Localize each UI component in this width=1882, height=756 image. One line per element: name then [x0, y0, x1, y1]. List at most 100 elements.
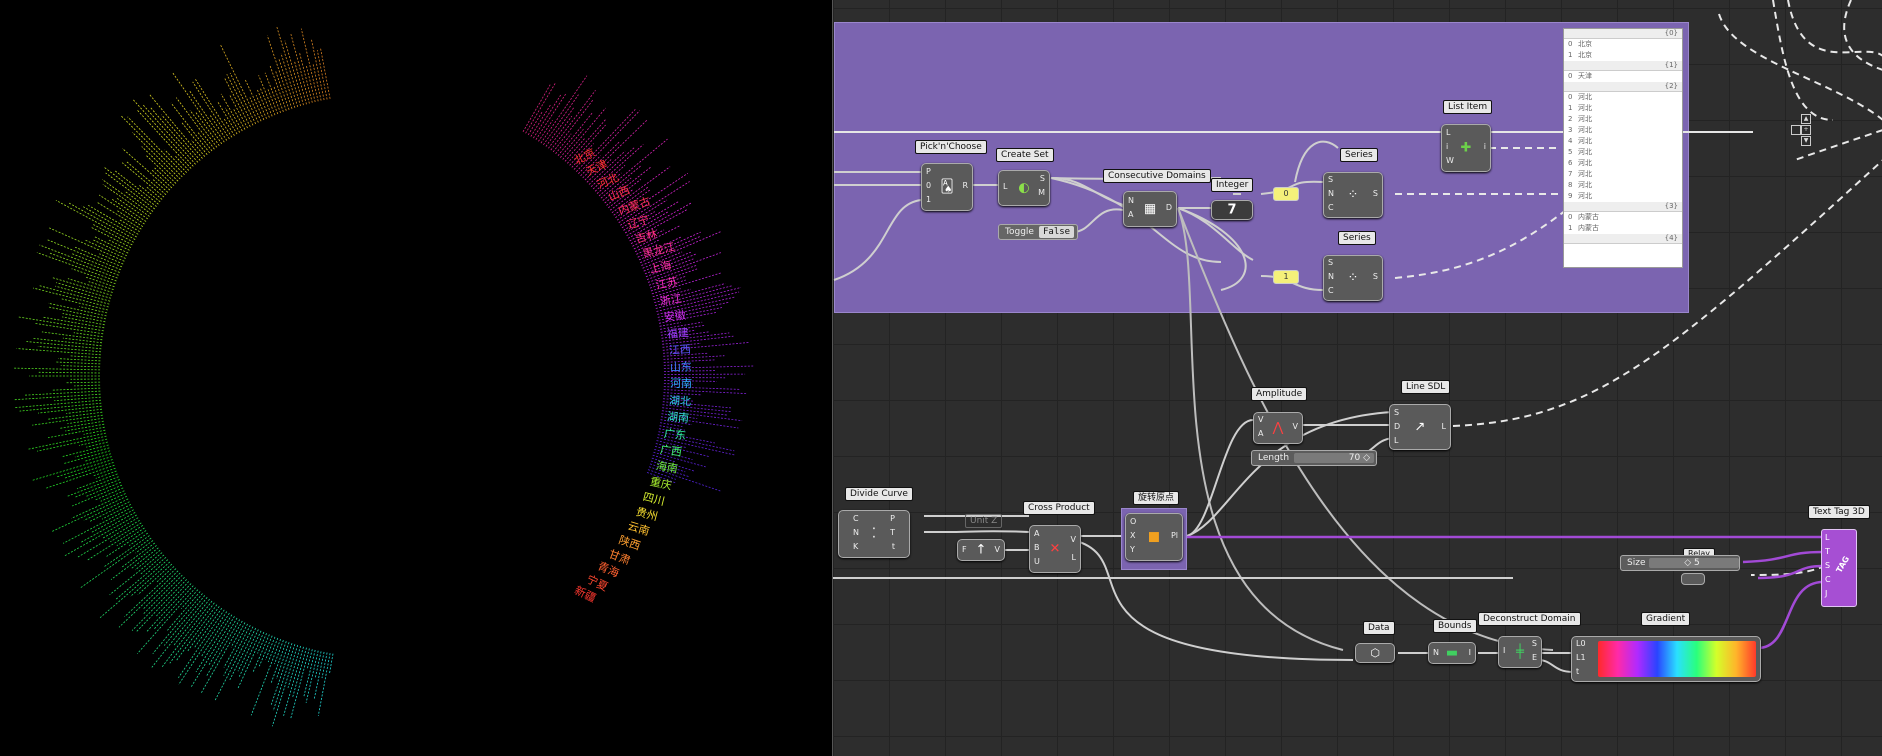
port-s[interactable]: S: [1394, 408, 1400, 417]
ring-text-stroke: [161, 114, 201, 161]
series-component-1[interactable]: S N C ⁘ S: [1323, 172, 1383, 218]
port-s[interactable]: S: [1039, 174, 1045, 183]
port-d[interactable]: D: [1165, 203, 1172, 212]
port-s[interactable]: S: [1328, 175, 1334, 184]
port-a[interactable]: A: [1258, 429, 1264, 438]
port-a[interactable]: A: [1128, 210, 1134, 219]
port-v[interactable]: V: [1258, 415, 1264, 424]
port-n[interactable]: N: [1433, 648, 1439, 657]
port-i-out[interactable]: i: [1483, 142, 1486, 151]
port-l0[interactable]: L0: [1576, 639, 1586, 648]
port-v-out[interactable]: V: [1292, 422, 1298, 431]
cross-product-component[interactable]: A B U ✕ V L: [1029, 525, 1081, 573]
port-l[interactable]: L: [1003, 182, 1008, 191]
port-l[interactable]: L: [1446, 128, 1451, 137]
port-t[interactable]: T: [890, 528, 895, 537]
length-slider-track[interactable]: 70 ◇: [1294, 453, 1374, 463]
port-l[interactable]: L: [1394, 436, 1399, 445]
port-t[interactable]: T: [1825, 547, 1830, 556]
bounds-component[interactable]: N ▬ I: [1428, 642, 1476, 664]
port-c[interactable]: C: [1825, 575, 1831, 584]
plus-icon[interactable]: +: [1801, 125, 1811, 135]
grasshopper-canvas[interactable]: Pick'n'Choose P 0 1 🂡 R Create Set L ◐ S…: [832, 0, 1882, 756]
size-slider-track[interactable]: ◇ 5: [1649, 558, 1739, 568]
amplitude-component[interactable]: V A ⋀ V: [1253, 412, 1303, 444]
text-tag-3d-component[interactable]: L T S C J TAG: [1821, 529, 1857, 607]
port-v[interactable]: V: [994, 545, 1000, 554]
port-p[interactable]: P: [890, 514, 895, 523]
port-j[interactable]: J: [1825, 589, 1828, 598]
port-n[interactable]: N: [1328, 272, 1334, 281]
unit-z-component[interactable]: F ↑ V: [957, 539, 1005, 561]
port-o[interactable]: O: [1130, 517, 1137, 526]
ring-text-stroke: [557, 112, 593, 156]
port-i[interactable]: i: [1446, 142, 1449, 151]
series-caption-1: Series: [1340, 148, 1378, 162]
panel-zero[interactable]: 0: [1273, 187, 1299, 201]
port-k[interactable]: K: [853, 542, 859, 551]
component-group[interactable]: [834, 22, 1689, 313]
port-l[interactable]: L: [1825, 533, 1830, 542]
port-b[interactable]: B: [1034, 543, 1040, 552]
port-r[interactable]: R: [962, 181, 968, 190]
port-w[interactable]: W: [1446, 156, 1454, 165]
port-s[interactable]: S: [1825, 561, 1831, 570]
port-1[interactable]: 1: [926, 195, 932, 204]
rhino-viewport[interactable]: 北京天津河北山西内蒙古辽宁吉林黑龙江上海江苏浙江安徽福建江西山东河南湖北湖南广东…: [0, 0, 832, 756]
port-a[interactable]: A: [1034, 529, 1040, 538]
gradient-component[interactable]: L0 L1 t: [1571, 636, 1761, 682]
port-f[interactable]: F: [962, 545, 967, 554]
port-v[interactable]: V: [1070, 535, 1076, 544]
port-p[interactable]: P: [926, 167, 931, 176]
port-c[interactable]: C: [1328, 203, 1334, 212]
port-d[interactable]: D: [1394, 422, 1401, 431]
port-pl[interactable]: Pl: [1170, 531, 1178, 540]
port-e[interactable]: E: [1531, 653, 1537, 662]
down-arrow-icon[interactable]: ▼: [1801, 136, 1811, 146]
length-slider[interactable]: Length 70 ◇: [1251, 450, 1377, 466]
port-n[interactable]: N: [1328, 189, 1334, 198]
deconstruct-domain-component[interactable]: I ╪ S E: [1498, 636, 1542, 668]
port-m[interactable]: M: [1038, 188, 1045, 197]
port-t-param[interactable]: t: [891, 542, 895, 551]
port-l[interactable]: L: [1071, 553, 1076, 562]
create-set-component[interactable]: L ◐ S M: [998, 170, 1050, 206]
consecutive-domains-component[interactable]: N A ▦ D: [1123, 191, 1177, 227]
port-i[interactable]: I: [1503, 646, 1506, 655]
data-param[interactable]: ⬡: [1355, 643, 1395, 663]
divide-curve-component[interactable]: C N K ⁚ P T t: [838, 510, 910, 558]
panel-one[interactable]: 1: [1273, 270, 1299, 284]
boolean-toggle[interactable]: Toggle False: [998, 224, 1078, 240]
port-i[interactable]: I: [1468, 648, 1471, 657]
line-sdl-component[interactable]: S D L ↗ L: [1389, 404, 1451, 450]
port-l1[interactable]: L1: [1576, 653, 1586, 662]
port-n[interactable]: N: [853, 528, 859, 537]
port-n[interactable]: N: [1128, 196, 1134, 205]
port-s-out[interactable]: S: [1372, 272, 1378, 281]
port-0[interactable]: 0: [926, 181, 932, 190]
grid-icon[interactable]: [1791, 125, 1801, 135]
up-arrow-icon[interactable]: ▲: [1801, 114, 1811, 124]
port-c[interactable]: C: [1328, 286, 1334, 295]
series-component-2[interactable]: S N C ⁘ S: [1323, 255, 1383, 301]
port-t[interactable]: t: [1576, 667, 1580, 676]
size-slider[interactable]: Size ◇ 5: [1620, 555, 1740, 571]
port-s[interactable]: S: [1531, 639, 1537, 648]
pick-n-choose-component[interactable]: P 0 1 🂡 R: [921, 163, 973, 211]
port-l-out[interactable]: L: [1441, 422, 1446, 431]
construct-plane-component[interactable]: O X Y ■ Pl: [1125, 513, 1183, 561]
list-item-component[interactable]: L i W ✚ i: [1441, 124, 1491, 172]
relay-node[interactable]: [1681, 573, 1705, 585]
port-y[interactable]: Y: [1130, 545, 1135, 554]
ring-text-stroke: [644, 253, 697, 275]
ring-text-stroke: [329, 653, 334, 674]
port-s-out[interactable]: S: [1372, 189, 1378, 198]
port-c[interactable]: C: [853, 514, 859, 523]
port-s[interactable]: S: [1328, 258, 1334, 267]
toggle-value[interactable]: False: [1039, 226, 1075, 238]
port-x[interactable]: X: [1130, 531, 1136, 540]
gradient-color-bar[interactable]: [1598, 641, 1756, 677]
integer-param[interactable]: 7: [1211, 200, 1253, 220]
port-u[interactable]: U: [1034, 557, 1040, 566]
